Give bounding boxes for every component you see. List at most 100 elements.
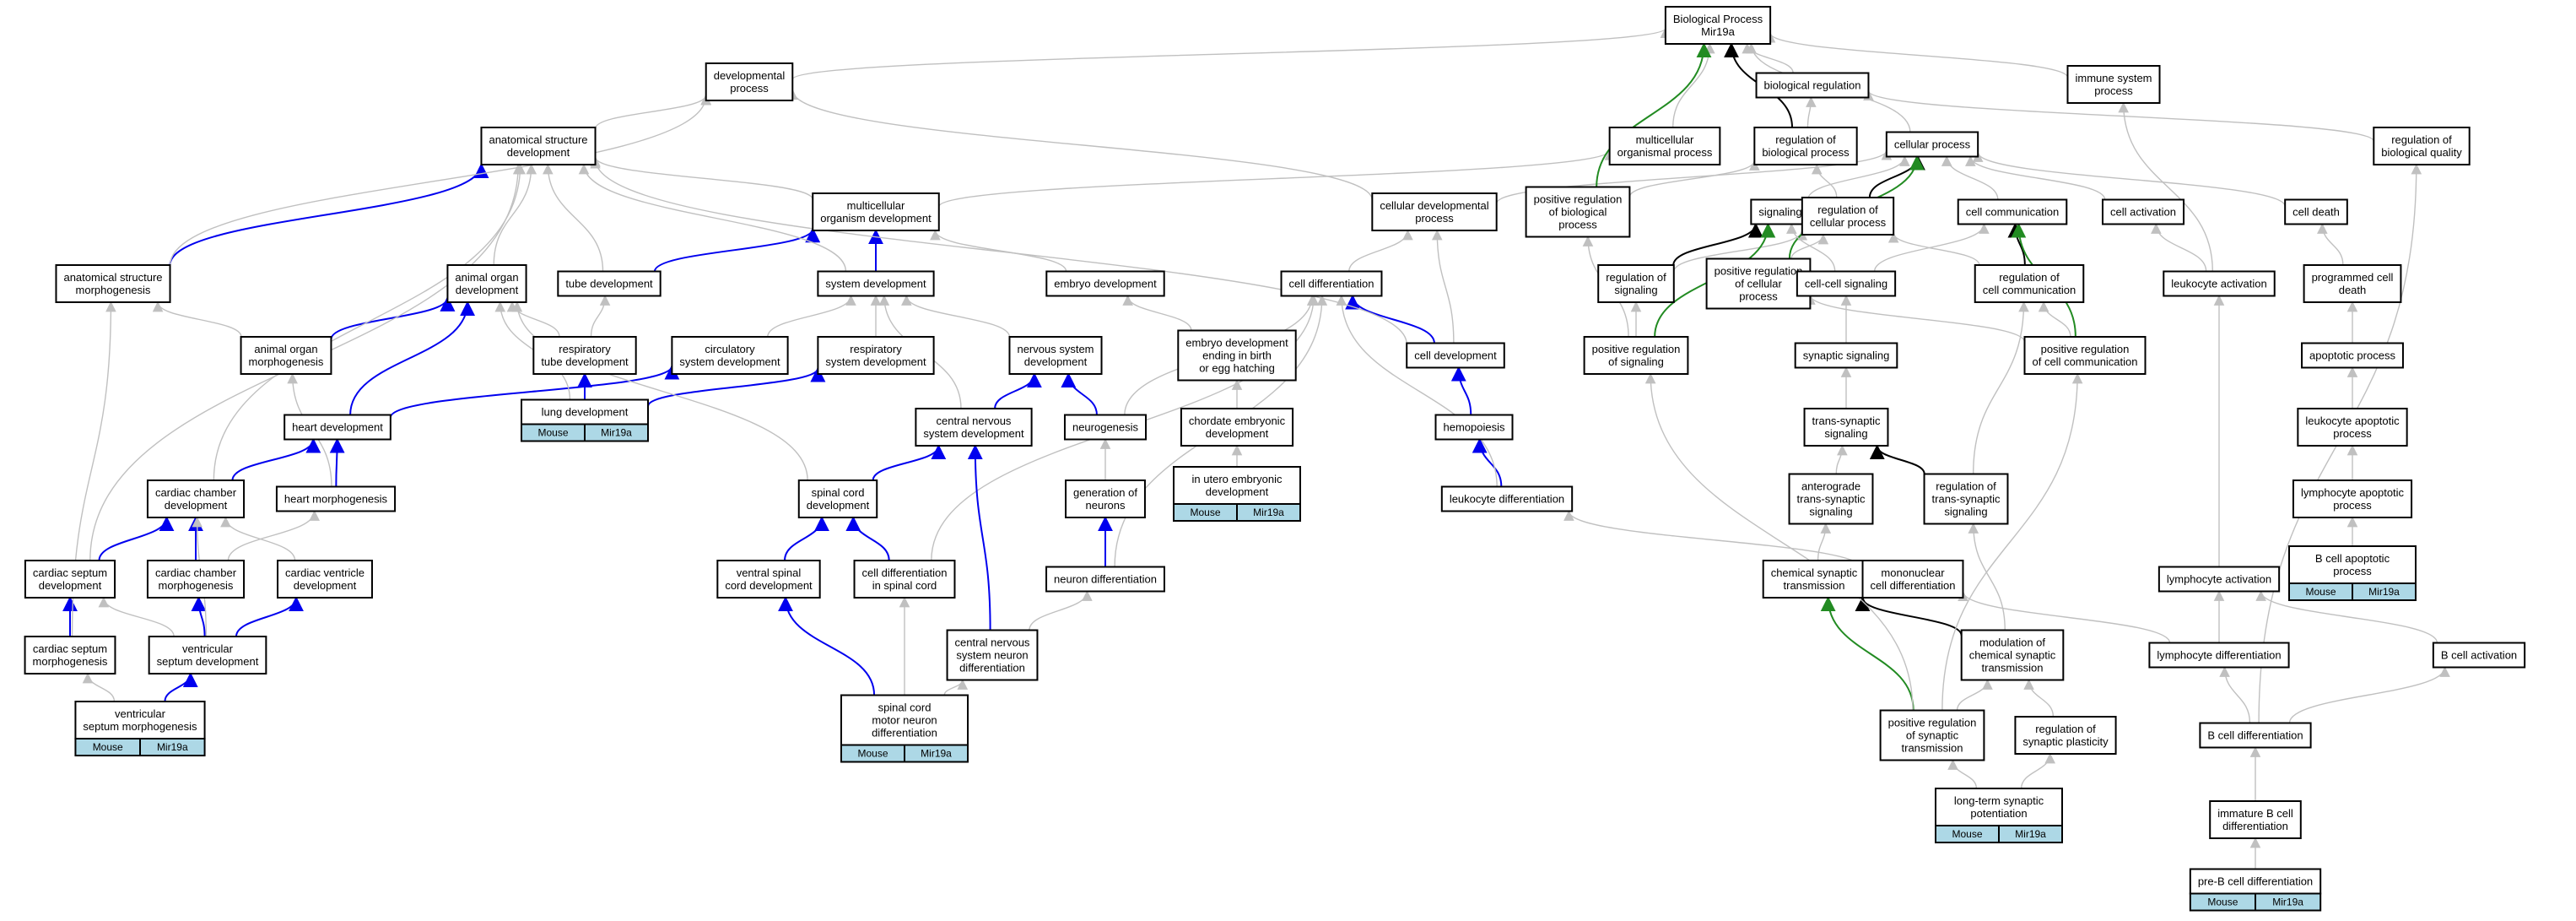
go-term-node-cellproc[interactable]: cellular process [1885,131,1979,158]
go-term-node-celldeath[interactable]: cell death [2284,198,2348,225]
go-term-node-lymphdiff[interactable]: lymphocyte differentiation [2148,642,2290,669]
go-term-node-lymphact[interactable]: lymphocyte activation [2157,566,2281,593]
go-term-node-bcelldiff[interactable]: B cell differentiation [2199,722,2312,749]
go-term-node-neurogen[interactable]: neurogenesis [1063,414,1148,441]
go-term-node-tubedev[interactable]: tube development [557,270,662,297]
go-term-node-heartdev[interactable]: heart development [284,414,392,441]
go-term-node-heartmorph[interactable]: heart morphogenesis [275,485,397,512]
node-box [705,62,794,101]
go-term-node-cellcomm[interactable]: cell communication [1957,198,2068,225]
node-label: anatomical structure [63,271,162,284]
node-label: transmission [1784,579,1845,592]
node-label: generation of [1073,486,1137,499]
gene-tag: Mir19a [2368,586,2400,598]
go-term-node-hemo[interactable]: hemopoiesis [1434,414,1514,441]
go-term-node-synsig[interactable]: synaptic signaling [1794,342,1898,369]
go-term-node-bioreg[interactable]: biological regulation [1755,72,1870,99]
edge-is-a-spcorddev-to-animorgdev [511,301,808,481]
go-term-node-sysdev[interactable]: system development [817,270,935,297]
go-term-node-embdev[interactable]: embryo development [1045,270,1165,297]
node-box [1525,186,1631,238]
go-term-node-leukdiff[interactable]: leukocyte differentiation [1440,485,1574,512]
go-term-node-cellcellsig[interactable]: cell-cell signaling [1796,270,1897,297]
node-box [817,270,935,297]
node-label: cellular process [1810,216,1887,229]
node-box [1008,336,1103,375]
go-term-node-cellact[interactable]: cell activation [2101,198,2185,225]
go-term-node-celldiff[interactable]: cell differentiation [1280,270,1383,297]
go-term-node-apop[interactable]: apoptotic process [2301,342,2404,369]
node-box [1177,329,1297,382]
go-term-node-leukact[interactable]: leukocyte activation [2163,270,2276,297]
node-box [1923,473,2009,525]
go-term-node-bcellact[interactable]: B cell activation [2432,642,2526,669]
node-label: process [730,82,769,95]
node-label: neurons [1086,499,1126,512]
go-term-node-signaling[interactable]: signaling [1750,198,1811,225]
gene-tag: Mir19a [2015,828,2046,840]
node-label: respiratory [850,343,902,355]
node-label: lymphocyte activation [2167,573,2271,586]
go-term-node-neurdiff[interactable]: neuron differentiation [1045,566,1165,593]
node-label: septum morphogenesis [83,720,197,733]
node-label: signaling [1824,427,1867,440]
go-term-node-celldev[interactable]: cell development [1406,342,1505,369]
